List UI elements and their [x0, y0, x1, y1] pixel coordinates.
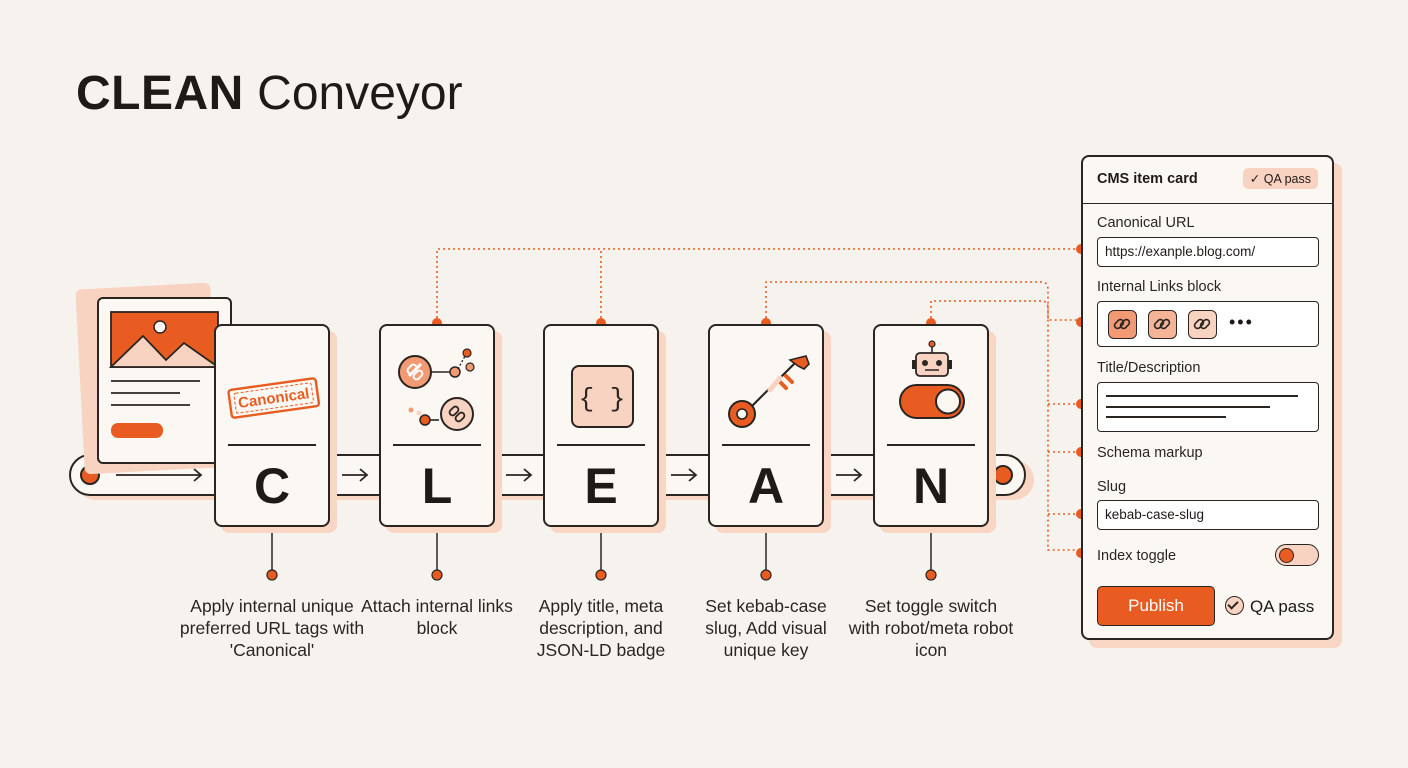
card-divider [722, 444, 810, 446]
stage-caption-c: Apply internal unique preferred URL tags… [179, 596, 365, 660]
arrow-icon [836, 468, 863, 482]
page-title: CLEAN Conveyor [76, 66, 463, 122]
key-icon [728, 355, 810, 428]
slug-field[interactable]: kebab-case-slug [1097, 500, 1319, 530]
canonical-url-value: https://exanple.blog.com/ [1105, 244, 1256, 259]
json-braces-icon: { } [571, 365, 634, 428]
text-line [1106, 406, 1270, 408]
cms-item-card: CMS item card ✓ QA pass Canonical URL ht… [1081, 155, 1334, 640]
cms-card-title: CMS item card [1097, 171, 1198, 187]
link-chip-icon[interactable] [1148, 310, 1177, 339]
cms-card-header: CMS item card ✓ QA pass [1083, 157, 1332, 204]
stage-letter: N [912, 458, 950, 514]
stage-caption-a: Set kebab-case slug, Add visual unique k… [705, 596, 827, 660]
stage-letter: A [747, 458, 785, 514]
source-page-icon [75, 282, 232, 475]
toggle-knob [1279, 547, 1294, 563]
slug-label: Slug [1097, 479, 1127, 495]
canonical-url-label: Canonical URL [1097, 215, 1195, 231]
qa-pass-label: QA pass [1250, 597, 1315, 616]
index-toggle-label: Index toggle [1097, 548, 1177, 564]
more-links-icon[interactable]: ••• [1229, 312, 1254, 332]
stage-card-a: A [708, 324, 824, 527]
stage-caption-l: Attach internal links block [361, 596, 513, 638]
publish-button[interactable]: Publish [1097, 586, 1215, 626]
qa-pass-badge: ✓ QA pass [1242, 168, 1318, 189]
link-network-icon [398, 348, 475, 431]
stage-card-e: { } E [543, 324, 659, 527]
stage-card-l: L [379, 324, 495, 527]
stage-letter: C [253, 458, 291, 514]
card-divider [557, 444, 645, 446]
caption-dots [266, 569, 937, 581]
index-toggle-switch[interactable] [1275, 544, 1319, 566]
title-description-field[interactable] [1097, 382, 1319, 432]
card-divider [228, 444, 316, 446]
internal-links-block[interactable]: ••• [1097, 301, 1319, 347]
stage-caption-e: Apply title, meta description, and JSON-… [536, 596, 666, 660]
stage-caption-n: Set toggle switch with robot/meta robot … [848, 596, 1014, 660]
card-divider [887, 444, 975, 446]
title-bold: CLEAN [76, 67, 244, 120]
title-description-label: Title/Description [1097, 360, 1201, 376]
link-chip-icon[interactable] [1188, 310, 1217, 339]
stage-card-c: Canonical C [214, 324, 330, 527]
canonical-url-field[interactable]: https://exanple.blog.com/ [1097, 237, 1319, 267]
slug-value: kebab-case-slug [1105, 507, 1205, 522]
arrow-icon [116, 468, 203, 482]
robot-toggle-icon [899, 340, 965, 419]
arrow-icon [506, 468, 533, 482]
text-line [1106, 395, 1298, 397]
stage-letter: L [421, 458, 453, 514]
internal-links-label: Internal Links block [1097, 279, 1222, 295]
json-badge-text: { } [579, 384, 626, 414]
caption-leaders [271, 527, 932, 574]
check-circle-icon [1225, 596, 1244, 615]
title-rest: Conveyor [257, 67, 463, 120]
text-line [1106, 416, 1226, 418]
stage-letter: E [584, 458, 618, 514]
arrow-icon [671, 468, 698, 482]
belt-arrows [116, 468, 863, 482]
cms-connectors [436, 248, 1081, 551]
card-divider [393, 444, 481, 446]
qa-pass-status: QA pass [1225, 596, 1314, 617]
stage-card-n: N [873, 324, 989, 527]
arrow-icon [342, 468, 369, 482]
link-chip-icon[interactable] [1108, 310, 1137, 339]
canonical-stamp-icon: Canonical [227, 377, 321, 419]
belt-end-roller [993, 465, 1013, 485]
schema-markup-label: Schema markup [1097, 445, 1203, 461]
